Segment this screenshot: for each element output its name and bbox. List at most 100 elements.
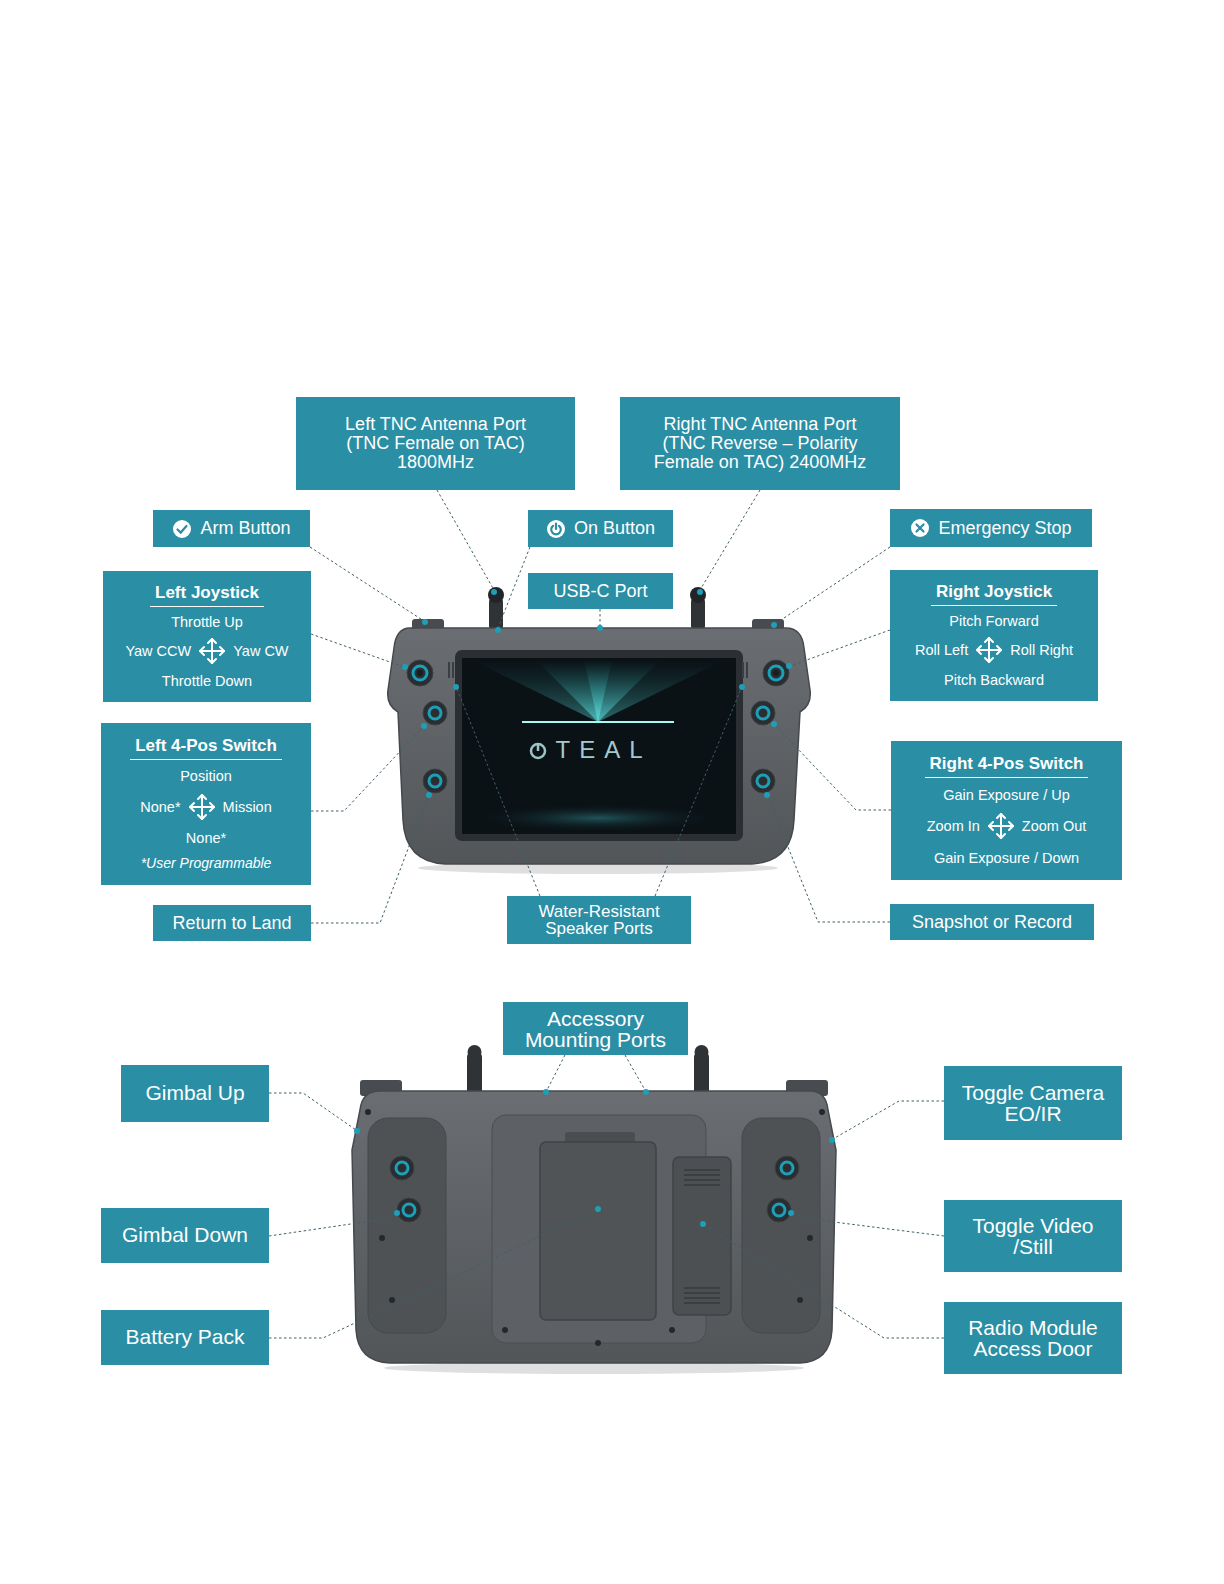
callout-box: Left JoystickThrottle UpYaw CCWYaw CWThr… (103, 571, 311, 702)
direction-cross (986, 811, 1016, 841)
leader-line (269, 1213, 397, 1236)
leader-line (310, 547, 424, 621)
button-icon (551, 523, 561, 534)
button-icon (910, 518, 930, 538)
callout-text: Radio Module Access Door (952, 1317, 1114, 1360)
leader-dot (394, 1210, 400, 1216)
rear-button (781, 1162, 793, 1174)
vent (684, 1287, 720, 1289)
callout-box: Right 4-Pos SwitchGain Exposure / UpZoom… (891, 741, 1122, 880)
row: Pitch Backward (944, 671, 1044, 689)
direction-label: Throttle Down (162, 673, 252, 689)
direction-cross (220, 647, 224, 655)
callout-text: Accessory Mounting Ports (511, 1008, 680, 1050)
button-icon (173, 520, 191, 538)
leader-line (625, 1055, 645, 1090)
screen-glow (472, 660, 724, 722)
rear-button (396, 1162, 408, 1174)
joystick (413, 666, 427, 680)
switch (751, 701, 775, 725)
row: Throttle Up (171, 613, 243, 631)
leader-line (700, 490, 760, 590)
leader-line (600, 609, 601, 626)
cell: Yaw CW (233, 642, 288, 660)
button-icon (911, 519, 929, 537)
screw (807, 1235, 813, 1241)
direction-label: Mission (223, 799, 272, 815)
direction-cross (190, 803, 194, 811)
speaker-grille (742, 662, 744, 678)
callout-box: Right TNC Antenna Port (TNC Reverse – Po… (620, 397, 900, 490)
x-mark (917, 525, 924, 532)
rear-button (390, 1156, 414, 1180)
leader-dot (643, 1089, 649, 1095)
switch (423, 701, 447, 725)
leader-line (790, 630, 890, 666)
joystick (417, 670, 423, 676)
direction-cross (985, 658, 993, 662)
direction-cross (208, 639, 216, 643)
row: Left 4-Pos Switch (130, 736, 282, 760)
leader-line (498, 547, 530, 628)
callout-box: Left 4-Pos SwitchPositionNone*MissionNon… (101, 723, 311, 885)
leader-line (775, 725, 891, 810)
leader-line (833, 1101, 944, 1139)
callout-box: Radio Module Access Door (944, 1302, 1122, 1374)
button-icon (172, 519, 192, 539)
direction-cross (1009, 822, 1013, 830)
vent (684, 1170, 720, 1303)
callout-box: Snapshot or Record (890, 904, 1094, 940)
row: None*Mission (140, 792, 271, 822)
leader-dot (453, 684, 459, 690)
rear-button (397, 1198, 421, 1222)
screw (389, 1297, 395, 1303)
leader-line (705, 1225, 944, 1338)
leader-dot (543, 1089, 549, 1095)
node-heading: Right Joystick (931, 582, 1057, 606)
speaker-grille (746, 662, 748, 678)
callout-box: Accessory Mounting Ports (503, 1002, 688, 1055)
leader-dot (597, 625, 603, 631)
leader-line (775, 547, 890, 624)
joystick (407, 660, 789, 686)
speaker-grille (448, 662, 748, 678)
controller-body (388, 628, 811, 864)
cell: Zoom Out (1022, 817, 1086, 835)
direction-label: Zoom Out (1022, 818, 1086, 834)
direction-cross (208, 659, 216, 663)
direction-cross (977, 649, 1001, 651)
leader-line (791, 1213, 944, 1236)
callout-text: Arm Button (200, 518, 290, 539)
switch (429, 707, 441, 719)
direction-cross (977, 638, 1001, 662)
direction-cross (200, 639, 224, 663)
direction-cross (200, 647, 204, 655)
callout-text: USB-C Port (553, 581, 647, 602)
leader-dot (354, 589, 835, 1227)
row: Right Joystick (931, 582, 1057, 606)
leader-dot (402, 664, 408, 670)
antenna (695, 1045, 709, 1059)
grip-panel (742, 1118, 820, 1333)
callout-text: Gimbal Up (145, 1081, 244, 1105)
vent (684, 1292, 720, 1294)
leader-dot (771, 622, 777, 628)
direction-cross (985, 638, 993, 642)
vent (684, 1184, 720, 1186)
leader-dot (786, 663, 792, 669)
leader-line (437, 490, 494, 590)
row: None* (186, 829, 226, 847)
antenna (690, 587, 706, 603)
row: Left Joystick (150, 583, 264, 607)
leader-dot (421, 723, 427, 729)
screen-glow (536, 660, 660, 722)
leader-dot (697, 589, 703, 595)
callout-text: Toggle Video /Still (952, 1215, 1114, 1258)
switch (757, 707, 769, 719)
direction-cross (989, 822, 993, 830)
front-view (388, 587, 811, 874)
node-heading: Left Joystick (150, 583, 264, 607)
button-icon (917, 525, 924, 532)
battery-pack (540, 1142, 656, 1320)
button-icon (178, 526, 187, 533)
